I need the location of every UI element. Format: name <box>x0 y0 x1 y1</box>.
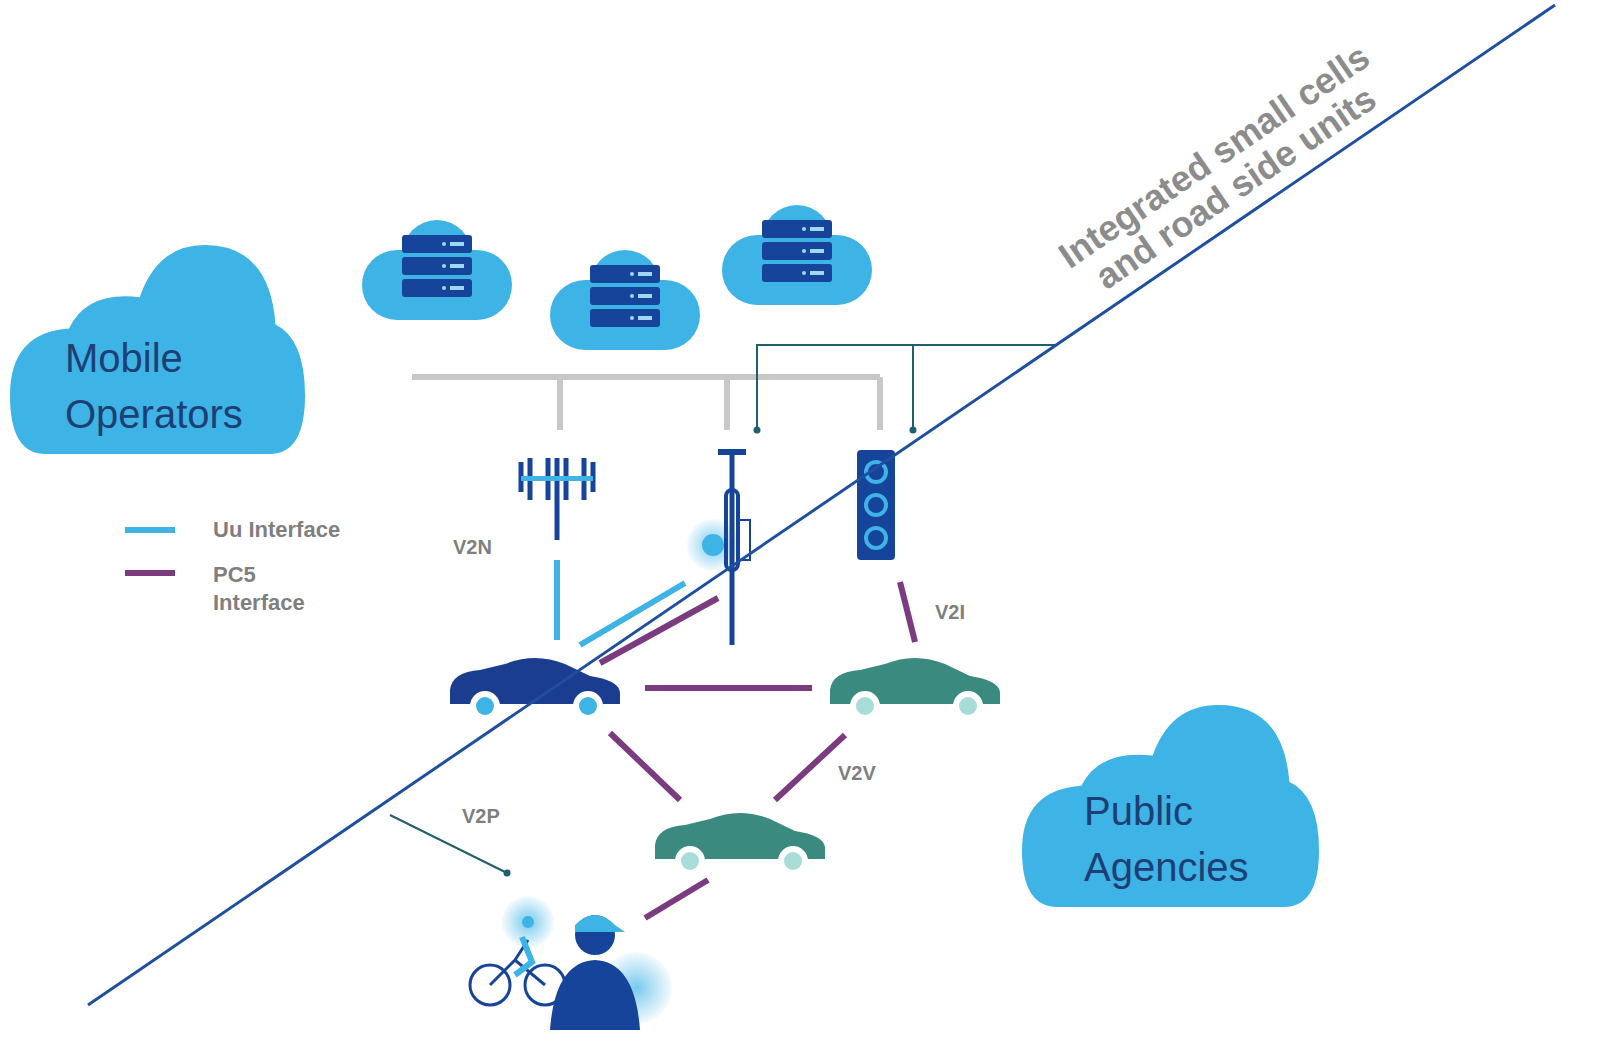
legend-text: PC5 Interface <box>213 561 328 617</box>
link-label: V2N <box>453 536 492 559</box>
cloud-shape: Public Agencies <box>1022 705 1319 907</box>
cloud-label: Public Agencies <box>1084 783 1299 895</box>
legend-swatch <box>125 570 175 576</box>
link-label: V2I <box>935 601 965 624</box>
cloud-label: Mobile Operators <box>65 330 285 442</box>
region-label: Integrated small cells and road side uni… <box>1026 19 1424 324</box>
cloud-fill <box>1022 705 1319 907</box>
legend-swatch <box>125 527 175 533</box>
link-label: V2V <box>838 762 876 785</box>
cloud-shape: Mobile Operators <box>10 245 305 454</box>
legend-text: Uu Interface <box>213 516 413 544</box>
cloud-fill <box>10 245 305 454</box>
link-label: V2P <box>462 805 500 828</box>
